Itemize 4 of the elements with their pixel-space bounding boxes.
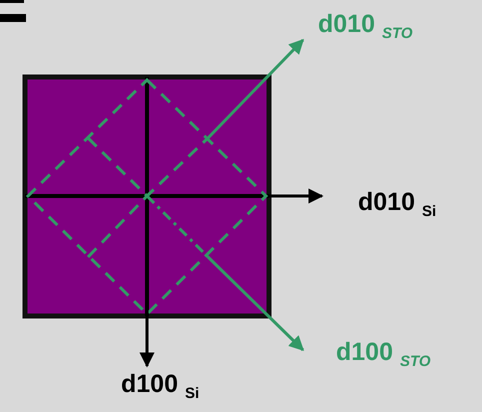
direction-label: d010 $_{Si}$ (358, 190, 436, 219)
direction-label: d100 $_{Si}$ (121, 372, 200, 401)
direction-label: d100 $_{STO}$ (336, 340, 431, 369)
direction-label: d010 $_{STO}$ (318, 12, 413, 41)
